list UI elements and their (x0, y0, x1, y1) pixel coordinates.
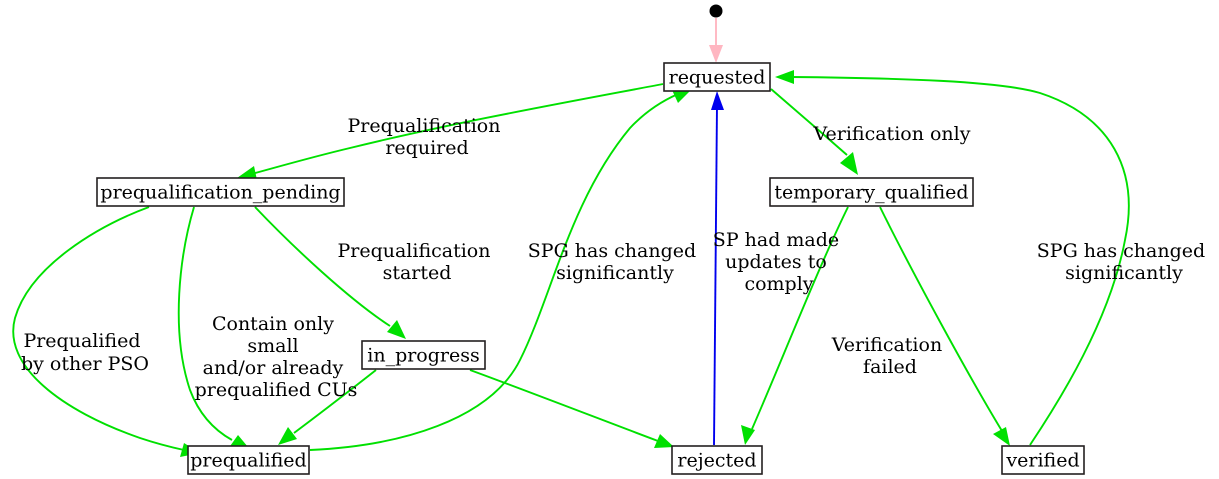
arrowhead-temporary_qualified-to-verified (993, 427, 1010, 446)
nodes-layer: requested prequalification_pending tempo… (96, 62, 1085, 475)
arrowhead-rejected-to-requested (711, 91, 724, 110)
arrowhead-verified-to-requested (775, 70, 794, 84)
edge-label-sp-made-updates: SP had made updates to comply (713, 229, 845, 295)
arrowhead-temporary_qualified-to-rejected (741, 425, 755, 445)
edge-path-verified-to-requested (789, 76, 1130, 446)
edge-temporary_qualified-to-verified (879, 206, 1010, 446)
node-box-rejected[interactable] (671, 445, 763, 475)
edge-label-verification-only: Verification only (813, 123, 971, 145)
node-label-temporary_qualified: temporary_qualified (774, 182, 968, 204)
edge-label-spg-changed-right: SPG has changed significantly (1037, 240, 1211, 284)
edge-temporary_qualified-to-rejected (741, 206, 849, 445)
node-label-rejected: rejected (677, 450, 756, 472)
edge-path-in_progress-to-prequalified (293, 369, 377, 434)
edge-rejected-to-requested (711, 91, 724, 446)
edge-path-in_progress-to-rejected (469, 369, 659, 442)
edge-requested-to-temporary_qualified (770, 88, 858, 175)
edge-path-temporary_qualified-to-verified (879, 206, 1003, 432)
node-box-temporary_qualified[interactable] (769, 177, 974, 207)
node-box-prequalification_pending[interactable] (96, 177, 345, 207)
node-box-verified[interactable] (1001, 445, 1085, 475)
start-state-dot (709, 4, 723, 18)
node-in_progress[interactable]: in_progress (361, 340, 486, 370)
edge-label-spg-changed-left: SPG has changed significantly (528, 240, 702, 284)
edge-path-prequalification_pending-to-in_progress (254, 206, 391, 327)
arrowhead-in_progress-to-rejected (654, 434, 674, 448)
edge-requested-to-prequalification_pending (237, 83, 664, 180)
arrowhead-requested-to-temporary_qualified (840, 152, 858, 175)
edge-prequalified-to-requested (309, 89, 692, 451)
node-label-requested: requested (669, 67, 766, 89)
edge-verified-to-requested (775, 70, 1130, 446)
node-temporary_qualified[interactable]: temporary_qualified (769, 177, 974, 207)
node-label-verified: verified (1005, 450, 1079, 472)
node-requested[interactable]: requested (663, 62, 771, 92)
node-prequalified[interactable]: prequalified (187, 445, 310, 475)
edge-start-to-requested (709, 18, 723, 63)
node-label-in_progress: in_progress (367, 345, 480, 367)
node-prequalification_pending[interactable]: prequalification_pending (96, 177, 345, 207)
node-box-in_progress[interactable] (361, 340, 486, 370)
edge-path-requested-to-prequalification_pending (247, 83, 664, 176)
edge-path-prequalification_pending-to-prequalified-left (12, 206, 185, 451)
node-verified[interactable]: verified (1001, 445, 1085, 475)
edge-path-rejected-to-requested (713, 103, 718, 446)
edges-layer (12, 18, 1130, 457)
edge-label-prequalification-started: Prequalification started (337, 240, 496, 284)
edge-label-verification-failed: Verification failed (831, 334, 948, 378)
arrowhead-prequalified-to-requested (672, 89, 692, 103)
arrowhead-prequalification_pending-to-in_progress (387, 320, 406, 339)
edge-labels-layer: Prequalification required Verification o… (21, 115, 1211, 401)
edge-label-prequalified-by-other-pso: Prequalified by other PSO (21, 330, 149, 375)
arrowhead-in_progress-to-prequalified (278, 427, 297, 445)
node-rejected[interactable]: rejected (671, 445, 763, 475)
arrowhead-start-to-requested (709, 45, 723, 63)
node-label-prequalified: prequalified (190, 450, 306, 472)
edge-path-requested-to-temporary_qualified (770, 88, 848, 156)
edge-prequalification_pending-to-in_progress (254, 206, 406, 339)
edge-path-prequalified-to-requested (309, 93, 679, 451)
node-box-requested[interactable] (663, 62, 771, 92)
node-box-prequalified[interactable] (187, 445, 310, 475)
edge-path-temporary_qualified-to-rejected (751, 206, 849, 430)
edge-path-prequalification_pending-to-prequalified-mid (177, 206, 233, 441)
edge-in_progress-to-prequalified (278, 369, 377, 445)
edge-in_progress-to-rejected (469, 369, 674, 448)
node-label-prequalification_pending: prequalification_pending (100, 182, 340, 204)
edge-label-contain-only-small: Contain only small and/or already prequa… (195, 313, 358, 401)
arrowhead-requested-to-prequalification_pending (237, 166, 257, 180)
edge-label-prequalification-required: Prequalification required (347, 115, 506, 159)
